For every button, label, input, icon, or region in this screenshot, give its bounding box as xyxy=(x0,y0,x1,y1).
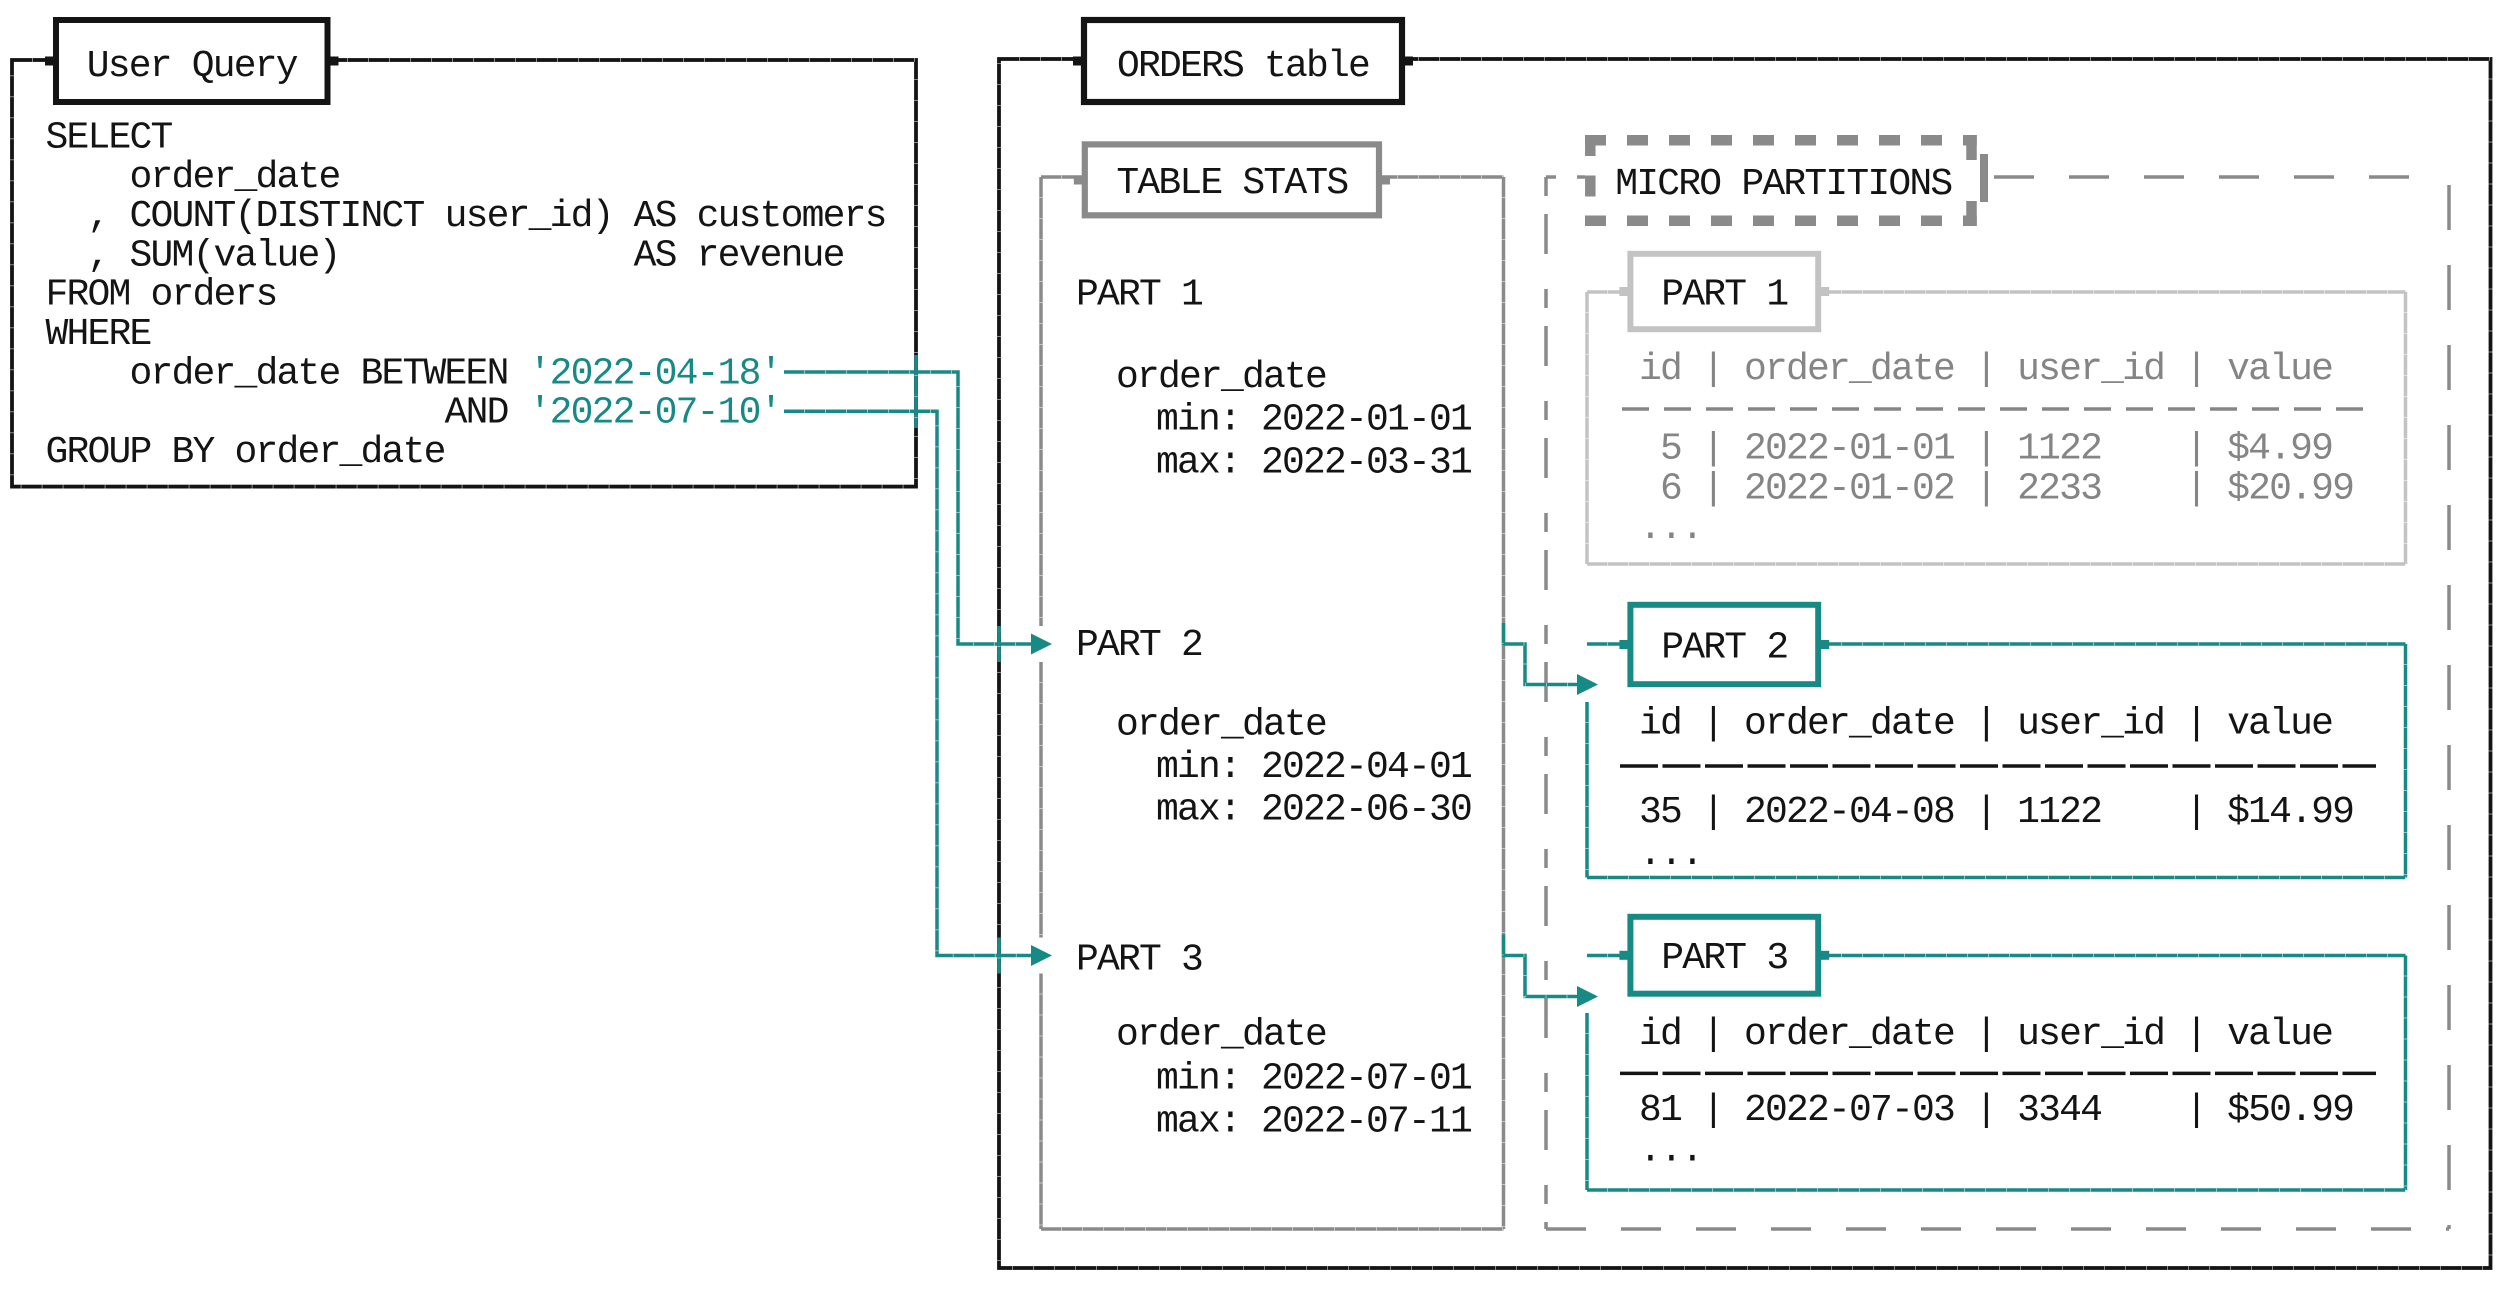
svg-text:5 | 2022-01-01 | 1122: 5 | 2022-01-01 | 1122 xyxy=(1660,428,2101,471)
svg-text:PART 2: PART 2 xyxy=(1076,624,1202,667)
svg-text:min: 2022-07-01: min: 2022-07-01 xyxy=(1156,1058,1471,1101)
svg-text:id | order_date | user_id | va: id | order_date | user_id | value xyxy=(1639,348,2332,391)
svg-text:PART 2: PART 2 xyxy=(1661,627,1787,670)
svg-text:AND: AND xyxy=(445,392,508,435)
svg-text:max: 2022-03-31: max: 2022-03-31 xyxy=(1156,441,1471,484)
svg-text:PART 3: PART 3 xyxy=(1661,937,1787,980)
svg-text:| $14.99: | $14.99 xyxy=(2185,791,2353,834)
svg-text:PART 1: PART 1 xyxy=(1076,274,1202,317)
svg-text:User Query: User Query xyxy=(87,45,298,88)
svg-text:order_date: order_date xyxy=(1116,704,1326,747)
svg-text:...: ... xyxy=(1639,507,1702,550)
svg-text:order_date BETWEEN: order_date BETWEEN xyxy=(130,352,508,395)
svg-text:max: 2022-07-11: max: 2022-07-11 xyxy=(1156,1101,1471,1144)
svg-text:| $50.99: | $50.99 xyxy=(2185,1089,2353,1132)
svg-text:TABLE STATS: TABLE STATS xyxy=(1116,162,1347,205)
svg-text:| $4.99: | $4.99 xyxy=(2185,428,2332,471)
svg-text:min: 2022-04-01: min: 2022-04-01 xyxy=(1156,746,1471,789)
svg-text:MICRO PARTITIONS: MICRO PARTITIONS xyxy=(1615,163,1951,206)
svg-text:'2022-07-10': '2022-07-10' xyxy=(529,392,781,435)
svg-text:...: ... xyxy=(1639,833,1702,876)
svg-text:SELECT: SELECT xyxy=(46,117,173,160)
svg-text:id | order_date | user_id | va: id | order_date | user_id | value xyxy=(1639,1013,2332,1056)
svg-text:'2022-04-18': '2022-04-18' xyxy=(529,352,781,395)
svg-text:min: 2022-01-01: min: 2022-01-01 xyxy=(1156,399,1471,442)
svg-text:id | order_date | user_id | va: id | order_date | user_id | value xyxy=(1639,703,2332,746)
svg-text:| $20.99: | $20.99 xyxy=(2185,467,2353,510)
svg-text:PART 3: PART 3 xyxy=(1076,939,1202,982)
svg-text:ORDERS table: ORDERS table xyxy=(1117,45,1369,88)
svg-text:max: 2022-06-30: max: 2022-06-30 xyxy=(1156,788,1471,831)
svg-text:order_date: order_date xyxy=(1116,1014,1326,1057)
svg-text:order_date: order_date xyxy=(130,156,340,199)
svg-text:81 | 2022-07-03 | 3344: 81 | 2022-07-03 | 3344 xyxy=(1639,1089,2101,1132)
svg-text:AS revenue: AS revenue xyxy=(634,234,844,277)
svg-text:FROM orders: FROM orders xyxy=(46,274,277,317)
svg-text:GROUP BY order_date: GROUP BY order_date xyxy=(46,431,445,474)
svg-text:...: ... xyxy=(1639,1130,1702,1173)
svg-text:6 | 2022-01-02 | 2233: 6 | 2022-01-02 | 2233 xyxy=(1660,467,2101,510)
svg-text:WHERE: WHERE xyxy=(46,313,151,356)
svg-text:, SUM(value): , SUM(value) xyxy=(88,234,340,277)
svg-text:order_date: order_date xyxy=(1116,356,1326,399)
svg-text:, COUNT(DISTINCT user_id) AS c: , COUNT(DISTINCT user_id) AS customers xyxy=(88,195,886,238)
svg-text:35 | 2022-04-08 | 1122: 35 | 2022-04-08 | 1122 xyxy=(1639,791,2101,834)
svg-text:PART 1: PART 1 xyxy=(1661,274,1787,317)
